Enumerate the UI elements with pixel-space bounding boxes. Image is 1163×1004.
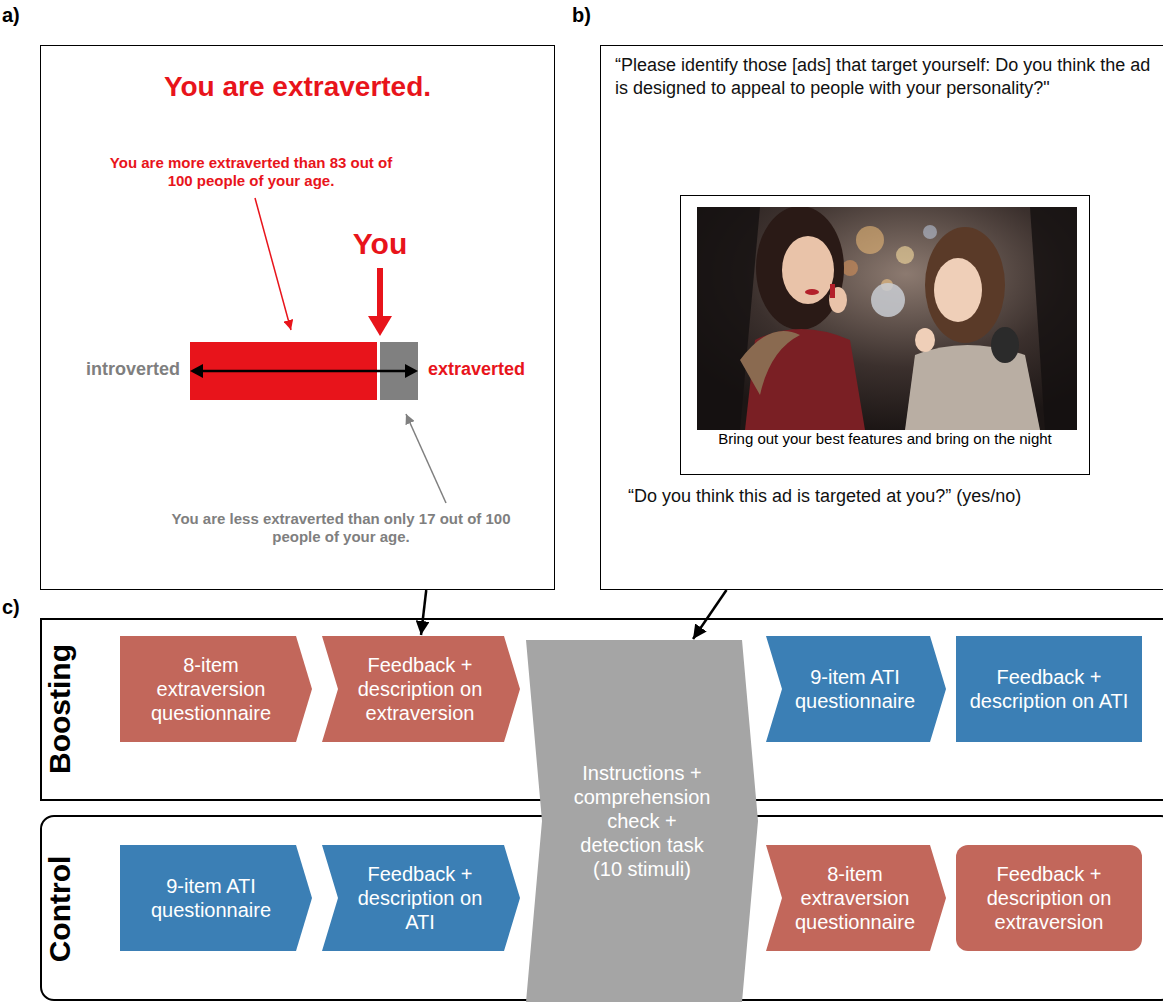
- you-arrow-head: [368, 316, 392, 336]
- condition-label: Boosting: [42, 624, 78, 794]
- chevron-shape: [766, 636, 946, 742]
- ad-photo: [697, 207, 1077, 430]
- mirror: [991, 327, 1019, 363]
- scale-end-label: introverted: [41, 359, 180, 381]
- task-panel: Bring out your best features and bring o…: [600, 45, 1163, 590]
- step-label: Feedback + description on extraversion: [966, 862, 1132, 934]
- step-label: 9-item ATI questionnaire: [134, 874, 288, 922]
- step-box: Feedback + description on extraversion: [956, 845, 1142, 951]
- step-fill: [322, 636, 520, 742]
- step-fill: [120, 845, 312, 951]
- panel-label: b): [572, 4, 591, 27]
- step-chevron: 8-item extraversion questionnaire: [766, 845, 946, 951]
- step-label: 8-item extraversion questionnaire: [786, 862, 924, 934]
- flow-arrow: [421, 590, 426, 635]
- step-fill: [956, 845, 1142, 951]
- hair: [756, 207, 844, 330]
- you-arrow: [377, 268, 383, 318]
- step-fill: [766, 845, 946, 951]
- feedback-panel: You are extraverted. You are more extrave…: [40, 45, 555, 590]
- panel-label: c): [2, 596, 20, 619]
- scale-arrow: [200, 370, 408, 373]
- step-label: Instructions + comprehension check + det…: [568, 761, 716, 881]
- step-fill: [120, 636, 312, 742]
- task-question: “Do you think this ad is targeted at you…: [628, 486, 1158, 508]
- flow-arrow: [693, 590, 726, 639]
- percentile-note: You are more extraverted than 83 out of …: [101, 154, 401, 190]
- bokeh: [923, 225, 937, 239]
- scale-end-label: extraverted: [428, 359, 548, 381]
- leader-line: [406, 414, 446, 503]
- step-box: Feedback + description on ATI: [956, 636, 1142, 742]
- bokeh: [856, 226, 884, 254]
- step-chevron: 8-item extraversion questionnaire: [120, 636, 312, 742]
- feedback-heading: You are extraverted.: [41, 70, 554, 104]
- hair: [925, 227, 1005, 343]
- percentile-note: You are less extraverted than only 17 ou…: [161, 510, 521, 546]
- scale-arrow-head: [190, 364, 203, 378]
- step-chevron: Feedback + description on ATI: [322, 845, 520, 951]
- step-fill: [322, 845, 520, 951]
- leader-line: [255, 198, 291, 330]
- chevron-shape: [120, 845, 312, 951]
- you-marker-label: You: [335, 226, 425, 262]
- ad-frame: Bring out your best features and bring o…: [680, 195, 1090, 475]
- panel-label: a): [2, 4, 20, 27]
- step-label: 9-item ATI questionnaire: [786, 665, 924, 713]
- step-label: 8-item extraversion questionnaire: [134, 653, 288, 725]
- step-chevron: 9-item ATI questionnaire: [120, 845, 312, 951]
- condition-label: Control: [42, 824, 78, 994]
- face: [934, 258, 982, 322]
- step-fill: [956, 636, 1142, 742]
- step-fill: [526, 640, 758, 1002]
- jacket: [905, 345, 1040, 430]
- bokeh: [896, 246, 914, 264]
- bokeh: [842, 260, 858, 276]
- car-interior: [697, 207, 1077, 430]
- task-chevron: Instructions + comprehension check + det…: [526, 640, 758, 1002]
- step-label: Feedback + description on ATI: [966, 665, 1132, 713]
- chevron-shape: [956, 636, 1142, 742]
- step-fill: [766, 636, 946, 742]
- ad-caption: Bring out your best features and bring o…: [685, 430, 1085, 448]
- lips: [805, 289, 819, 295]
- car-seat: [1030, 207, 1077, 430]
- step-label: Feedback + description on extraversion: [344, 653, 496, 725]
- task-instruction: “Please identify those [ads] that target…: [615, 54, 1155, 101]
- step-chevron: 9-item ATI questionnaire: [766, 636, 946, 742]
- hand: [915, 328, 935, 352]
- face: [782, 236, 834, 304]
- lipstick: [830, 284, 835, 298]
- scale-arrow-head: [405, 364, 418, 378]
- fur-collar: [740, 331, 800, 395]
- step-chevron: Feedback + description on extraversion: [322, 636, 520, 742]
- compact: [871, 283, 905, 317]
- step-label: Feedback + description on ATI: [344, 862, 496, 934]
